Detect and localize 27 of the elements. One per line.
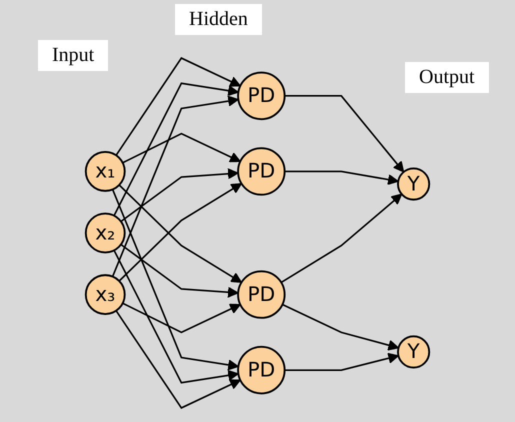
column-heading: Output — [405, 62, 489, 93]
arrow — [280, 194, 402, 284]
node-circle: x₂ — [84, 212, 126, 254]
arrow — [115, 310, 241, 409]
arrow — [284, 170, 399, 186]
node-circle: PD — [237, 147, 286, 196]
arrow — [122, 302, 241, 334]
arrow — [120, 168, 239, 222]
arrow — [112, 189, 239, 370]
column-heading: Input — [38, 40, 108, 71]
arrow — [284, 95, 404, 172]
node-circle: PD — [237, 270, 286, 319]
arrow — [284, 352, 399, 371]
node-circle: x₁ — [84, 151, 126, 192]
arrow — [113, 82, 239, 216]
node-circle: Y — [397, 335, 430, 368]
node-circle: PD — [237, 346, 286, 394]
node-circle: x₃ — [84, 274, 126, 315]
arrow — [115, 57, 241, 156]
arrow — [112, 96, 239, 277]
arrow — [120, 244, 239, 298]
arrow — [122, 132, 241, 164]
column-heading: Hidden — [175, 4, 262, 35]
arrow — [113, 250, 239, 384]
arrow — [282, 304, 400, 351]
node-circle: Y — [397, 167, 430, 201]
node-circle: PD — [237, 72, 286, 120]
